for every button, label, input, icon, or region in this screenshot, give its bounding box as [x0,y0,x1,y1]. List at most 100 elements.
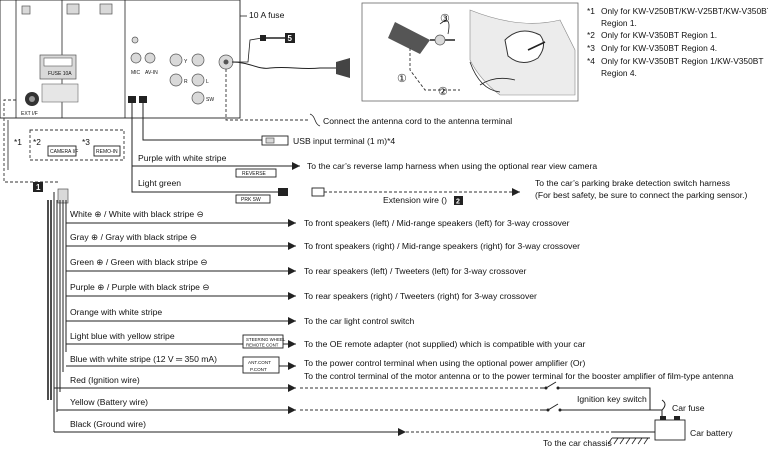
parking-tag: PRK SW [241,197,261,203]
car-battery-label: Car battery [690,428,733,438]
callout-5: 5 [288,34,293,43]
av-in-label: AV-IN [145,70,158,76]
wire-orange-target: To the car light control switch [304,316,415,326]
car-fuse: Car fuse [661,399,705,420]
ext-if-connector: EXT I/F [21,92,39,117]
note-1-mark: *1 [587,6,595,16]
remo-in-port: REMO-IN [93,145,121,157]
step-1: ① [397,73,407,85]
reverse-tag: REVERSE [242,171,267,177]
note-2-line-1: Only for KW-V350BT Region 1. [601,30,717,40]
usb-connector [139,96,147,103]
camera-if-port: CAMERA I/F [47,145,78,157]
note-4-line-1: Only for KW-V350BT Region 1/KW-V350BT [601,56,763,66]
ext-if-label: EXT I/F [21,111,38,117]
usb-terminal-label: USB input terminal (1 m)*4 [293,136,395,146]
wire-red-label: Red (Ignition wire) [70,375,140,385]
callout-5-box: 5 [285,33,295,43]
camera-if-label: CAMERA I/F [50,149,78,155]
mic-label: MIC [131,70,141,76]
extension-wire-label: Extension wire () [383,195,447,205]
wire-white-target: To front speakers (left) / Mid-range spe… [304,218,570,228]
marker-3: *3 [82,137,90,147]
marker-2: *2 [33,137,41,147]
reverse-wire-label: Purple with white stripe [138,153,227,163]
wire-blue-target: To the power control terminal when using… [304,358,585,368]
marker-1: *1 [14,137,22,147]
wire-blue: Blue with white stripe (12 V ═ 350 mA) A… [66,354,585,374]
wire-orange-label: Orange with white stripe [70,307,162,317]
usb-plug [261,135,289,146]
note-1-line-2: Region 1. [601,18,637,28]
antenna-connect-label: Connect the antenna cord to the antenna … [323,116,512,126]
note-4-mark: *4 [587,56,595,66]
chassis-label: To the car chassis [543,438,612,448]
wire-purple: Purple ⊕ / Purple with black stripe ⊖ To… [66,282,537,301]
harness-1-tag: 1 [33,182,43,192]
note-3-line-1: Only for KW-V350BT Region 4. [601,43,717,53]
steering-tag: STEERING WHEEL [246,337,286,342]
fuse-inner-label: FUSE 10A [48,71,72,77]
mic-av-jacks: MIC AV-IN [130,52,158,76]
footnotes: *1 Only for KW-V250BT/KW-V25BT/KW-V350BT… [587,6,768,78]
step-3: ③ [440,13,450,25]
note-1-line-1: Only for KW-V250BT/KW-V25BT/KW-V350BT [601,6,768,16]
parking-wire-label: Light green [138,178,181,188]
wire-purple-label: Purple ⊕ / Purple with black stripe ⊖ [70,282,210,292]
car-fuse-label: Car fuse [672,403,705,413]
wire-green-label: Green ⊕ / Green with black stripe ⊖ [70,257,208,267]
wire-gray: Gray ⊕ / Gray with black stripe ⊖ To fro… [66,232,580,251]
wire-light-blue: Light blue with yellow stripe STEERING W… [66,331,585,349]
wire-yellow: Yellow (Battery wire) [57,397,540,414]
p-cont-tag: P.CONT [250,367,267,372]
ignition-key-switch: Ignition key switch [540,381,662,412]
reverse-target-label: To the car’s reverse lamp harness when u… [307,161,597,171]
wire-orange: Orange with white stripe To the car ligh… [66,307,415,326]
wire-white: White ⊕ / White with black stripe ⊖ To f… [66,209,570,228]
wire-black: Black (Ground wire) [54,419,612,436]
jack-l-label: L [206,79,209,85]
note-4-line-2: Region 4. [601,68,637,78]
wire-green-target: To rear speakers (left) / Tweeters (left… [304,266,527,276]
reverse-connector [128,96,136,103]
usb-cable [142,103,262,141]
wire-light-blue-target: To the OE remote adapter (not supplied) … [304,339,585,349]
chassis-ground: To the car chassis [543,431,655,448]
extension-number: 2 [456,199,460,206]
fuse-label-10a: 10 A fuse [249,10,285,20]
wire-red-target: To the control terminal of the motor ant… [304,371,734,381]
wire-light-blue-label: Light blue with yellow stripe [70,331,175,341]
remo-in-label: REMO-IN [96,149,118,155]
note-3-mark: *3 [587,43,595,53]
jack-y-label: Y [184,59,188,65]
jack-sw-label: SW [206,97,214,103]
car-battery: Car battery [654,416,733,441]
fuse-block: FUSE 10A [39,54,77,80]
head-unit-rear-panel: FUSE 10A EXT I/F MIC AV-IN Y R L SW [0,0,241,119]
parking-target-line-2: (For best safety, be sure to connect the… [535,190,748,200]
note-2-mark: *2 [587,30,595,40]
wire-black-label: Black (Ground wire) [70,419,146,429]
wire-blue-label: Blue with white stripe (12 V ═ 350 mA) [70,354,217,364]
rca-jacks: Y R L SW [169,53,214,105]
antenna-inset: ① ② ③ [361,2,579,102]
antenna-lead [225,69,310,121]
harness-number: 1 [36,183,41,192]
antenna-cord [231,61,336,70]
wire-gray-label: Gray ⊕ / Gray with black stripe ⊖ [70,232,197,242]
wire-gray-target: To front speakers (right) / Mid-range sp… [304,241,580,251]
step-2: ② [438,86,448,98]
wire-red: Red (Ignition wire) To the control termi… [54,371,734,392]
parking-wire [131,166,284,193]
ignition-switch-label: Ignition key switch [577,394,647,404]
ext-if-cable [3,99,60,183]
wire-yellow-label: Yellow (Battery wire) [70,397,148,407]
jack-r-label: R [184,79,188,85]
parking-target-line-1: To the car’s parking brake detection swi… [535,178,730,188]
ant-cont-tag: ANT.CONT [248,360,271,365]
remote-cont-tag: REMOTE CONT [246,343,279,348]
wire-green: Green ⊕ / Green with black stripe ⊖ To r… [66,257,527,276]
wire-white-label: White ⊕ / White with black stripe ⊖ [70,209,204,219]
optional-ports-box [29,129,125,161]
